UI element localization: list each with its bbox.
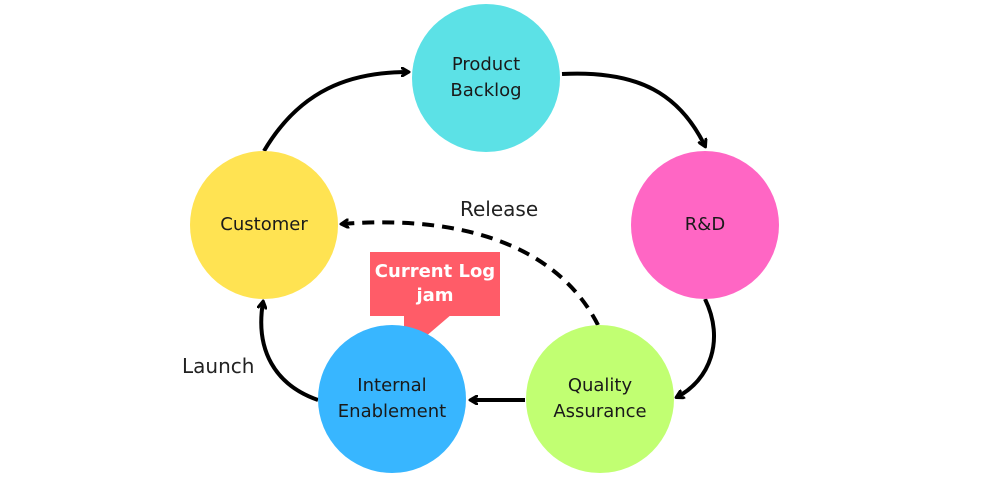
node-rd[interactable]: R&D [631,151,779,299]
node-product-backlog-label: Product Backlog [450,54,522,101]
current-log-jam-callout: Current Log jam [370,252,500,316]
arrow-release-dashed [342,222,600,326]
node-quality-assurance-label: Quality Assurance [553,375,647,422]
release-label: Release [460,197,539,221]
launch-label: Launch [182,354,255,378]
node-customer-label: Customer [220,214,308,235]
node-product-backlog[interactable]: Product Backlog [412,4,560,152]
node-internal-enablement-label: Internal Enablement [337,375,447,422]
node-rd-label: R&D [684,214,726,235]
node-quality-assurance[interactable]: Quality Assurance [526,325,674,473]
arrow-customer-to-product-backlog [262,72,408,153]
node-internal-enablement[interactable]: Internal Enablement [318,325,466,473]
arrow-product-backlog-to-rd [561,71,705,146]
arrow-internal-enablement-to-customer [261,302,319,402]
arrow-rd-to-quality-assurance [677,298,716,397]
callout-text: Current Log jam [374,261,496,306]
node-customer[interactable]: Customer [190,151,338,299]
